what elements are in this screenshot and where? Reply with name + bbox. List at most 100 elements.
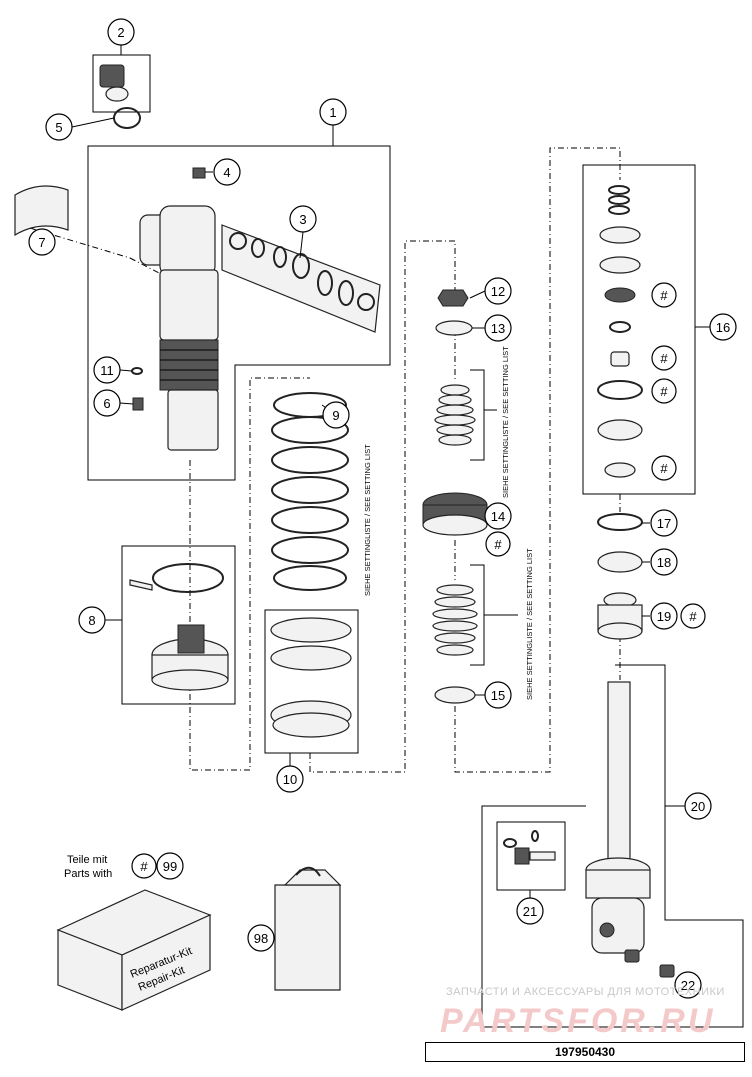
callout-98: 98 (247, 924, 275, 952)
reservoir-cap-drawing (99, 64, 129, 102)
valve-6-drawing (132, 397, 144, 411)
svg-text:#: # (660, 351, 668, 366)
svg-text:#: # (660, 384, 668, 399)
svg-text:#: # (140, 859, 148, 874)
callout-10: 10 (276, 765, 304, 793)
compression-assembly-drawing (597, 185, 643, 478)
seal-kit-drawing (221, 224, 381, 333)
svg-text:#: # (689, 609, 697, 624)
svg-text:16: 16 (716, 320, 730, 335)
part-drawings (14, 64, 675, 1011)
hash-marker-16d: # (651, 455, 677, 481)
svg-text:98: 98 (254, 931, 268, 946)
callout-11: 11 (93, 356, 121, 384)
watermark-tagline: ЗАПЧАСТИ И АКСЕССУАРЫ ДЛЯ МОТОТЕХНИКИ (446, 986, 725, 998)
hash-marker-16c: # (651, 378, 677, 404)
svg-text:#: # (660, 461, 668, 476)
svg-text:3: 3 (299, 212, 306, 227)
svg-text:22: 22 (681, 978, 695, 993)
svg-text:8: 8 (88, 613, 95, 628)
hash-marker-legend: # (131, 853, 157, 879)
o-ring-17-drawing (597, 513, 643, 531)
spring-drawing (271, 392, 349, 591)
legend-line-2: Parts with (64, 868, 112, 880)
o-ring-5-drawing (113, 107, 141, 129)
callout-14: 14 (484, 502, 512, 530)
connector-lines (29, 147, 621, 773)
callout-15: 15 (484, 681, 512, 709)
svg-text:2: 2 (117, 25, 124, 40)
piston-14-drawing (422, 492, 488, 536)
washer-13-drawing (435, 320, 473, 336)
svg-text:13: 13 (491, 321, 505, 336)
svg-text:15: 15 (491, 688, 505, 703)
shim-stack-lower-drawing (432, 584, 478, 656)
bushing-18-drawing (597, 551, 643, 573)
callout-6: 6 (93, 389, 121, 417)
washer-15-drawing (434, 686, 476, 704)
svg-text:21: 21 (523, 904, 537, 919)
hash-marker-14: # (485, 531, 511, 557)
shim-stack-upper-drawing (434, 384, 476, 446)
legend-line-1: Teile mit (67, 854, 107, 866)
spring-adjuster-drawing (129, 563, 229, 691)
callout-22: 22 (674, 971, 702, 999)
svg-text:12: 12 (491, 284, 505, 299)
callout-12: 12 (484, 277, 512, 305)
washer-11-drawing (131, 367, 143, 375)
spring-seat-drawing (270, 617, 352, 738)
callout-19: 19 (650, 602, 678, 630)
seal-19-drawing (597, 592, 643, 640)
repair-kit-box-drawing (56, 889, 212, 1011)
callout-9: 9 (322, 401, 350, 429)
svg-text:17: 17 (657, 516, 671, 531)
svg-text:20: 20 (691, 799, 705, 814)
svg-text:#: # (494, 537, 502, 552)
callout-1: 1 (319, 98, 347, 126)
svg-text:4: 4 (223, 165, 230, 180)
nut-12-drawing (437, 289, 469, 307)
callout-17: 17 (650, 509, 678, 537)
valve-21-drawing (503, 830, 556, 865)
callout-8: 8 (78, 606, 106, 634)
leader-lines (71, 45, 710, 939)
watermark-brand: PARTSFOR.RU (440, 1002, 715, 1040)
callout-21: 21 (516, 897, 544, 925)
callout-5: 5 (45, 113, 73, 141)
setting-note-spring: SIEHE SETTINGLISTE / SEE SETTING LIST (363, 444, 372, 596)
callout-7: 7 (28, 228, 56, 256)
bleed-screw-drawing (192, 167, 206, 179)
piston-rod-drawing (585, 681, 675, 978)
hash-marker-19: # (680, 603, 706, 629)
callout-3: 3 (289, 205, 317, 233)
svg-text:11: 11 (100, 363, 114, 378)
setting-note-upper-stack: SIEHE SETTINGLISTE / SEE SETTING LIST (501, 346, 510, 498)
svg-text:99: 99 (163, 859, 177, 874)
svg-text:10: 10 (283, 772, 297, 787)
svg-text:6: 6 (103, 396, 110, 411)
svg-text:14: 14 (491, 509, 505, 524)
svg-text:#: # (660, 288, 668, 303)
svg-text:1: 1 (329, 105, 336, 120)
callout-18: 18 (650, 548, 678, 576)
callout-20: 20 (684, 792, 712, 820)
svg-text:5: 5 (55, 120, 62, 135)
svg-text:18: 18 (657, 555, 671, 570)
hash-marker-16a: # (651, 282, 677, 308)
callout-16: 16 (709, 313, 737, 341)
svg-text:19: 19 (657, 609, 671, 624)
shock-body-drawing (139, 205, 219, 451)
assembly-frames (87, 54, 744, 1028)
setting-note-lower-stack: SIEHE SETTINGLISTE / SEE SETTING LIST (525, 548, 534, 700)
callout-13: 13 (484, 314, 512, 342)
oil-can-drawing (274, 866, 342, 991)
callout-2: 2 (107, 18, 135, 46)
hash-marker-16b: # (651, 345, 677, 371)
protective-sleeve-drawing (14, 185, 69, 237)
callout-99: 99 (156, 852, 184, 880)
svg-text:9: 9 (332, 408, 339, 423)
document-number: 197950430 (425, 1042, 745, 1062)
callout-4: 4 (213, 158, 241, 186)
